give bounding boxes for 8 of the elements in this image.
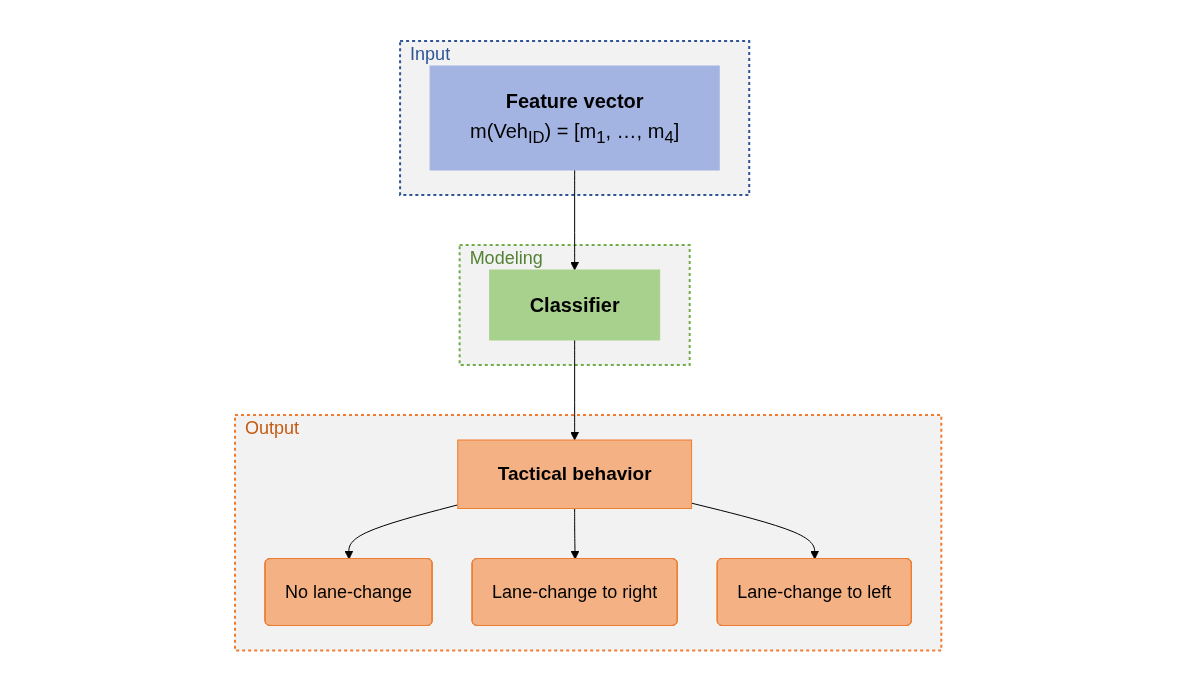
arrow [691, 502, 820, 560]
node-box: Classifier [489, 269, 661, 341]
arrow [570, 507, 580, 560]
node-box: Tactical behavior [457, 439, 693, 509]
arrow [570, 169, 580, 271]
node-box: Feature vector m(Veh$_{ID}$) = [m$_{1}$, …, m$_{4}$] [429, 65, 721, 171]
arrow [344, 504, 459, 560]
arrow [570, 339, 580, 441]
